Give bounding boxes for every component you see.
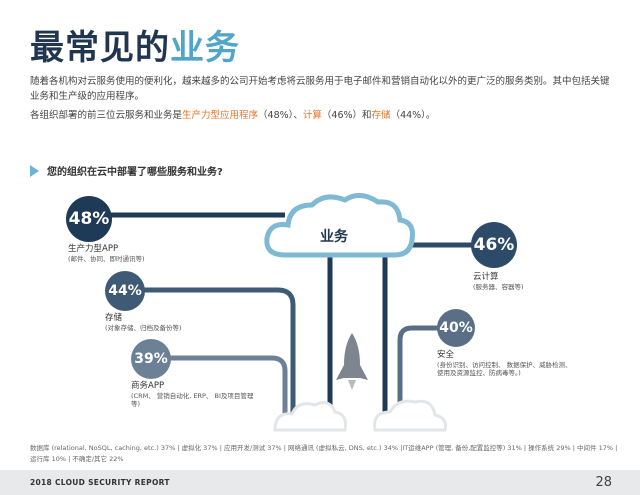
triangle-bullet-icon xyxy=(30,164,39,177)
label-storage: 存储(对象存储、归档及备份等) xyxy=(105,313,182,332)
label-business: 商务APP(CRM、 营销自动化, ERP、 BI及项目管理等) xyxy=(131,381,254,408)
connector-business xyxy=(155,355,288,420)
page-number: 28 xyxy=(595,475,612,490)
rocket-icon xyxy=(336,333,368,390)
intro-paragraph: 随着各机构对云服务使用的便利化，越来越多的公司开始考虑将云服务用于电子邮件和营销… xyxy=(30,76,610,102)
connector-storage xyxy=(130,287,296,420)
pct-circle-security: 40% xyxy=(437,309,475,347)
pct-circle-storage: 44% xyxy=(105,271,145,311)
page-title: 最常见的业务 xyxy=(30,28,240,68)
summary-paragraph: 各组织部署的前三位云服务和业务是生产力型应用程序（48%）、计算（46%）和存储… xyxy=(30,110,436,121)
pct-circle-business: 39% xyxy=(131,339,171,379)
pct-circle-compute: 46% xyxy=(471,222,517,268)
center-label: 业务 xyxy=(320,229,348,245)
connector-security xyxy=(397,325,450,420)
question-heading: 您的组织在云中部署了哪些服务和业务? xyxy=(30,163,223,178)
label-compute: 云计算(服务器、容器等) xyxy=(473,272,524,291)
label-productivity: 生产力型APP(邮件、协同、即时通讯等) xyxy=(68,244,145,263)
label-security: 安全(身份识别、访问控制、 数据保护、威胁检测、使用及资源监控、防病毒等。) xyxy=(437,350,572,377)
pct-circle-productivity: 48% xyxy=(66,196,112,242)
footnote: 数据库 (relational, NoSQL, caching, etc.) 3… xyxy=(30,444,618,463)
cloud-icon xyxy=(264,193,415,258)
bottom-clouds-icon xyxy=(273,399,447,432)
